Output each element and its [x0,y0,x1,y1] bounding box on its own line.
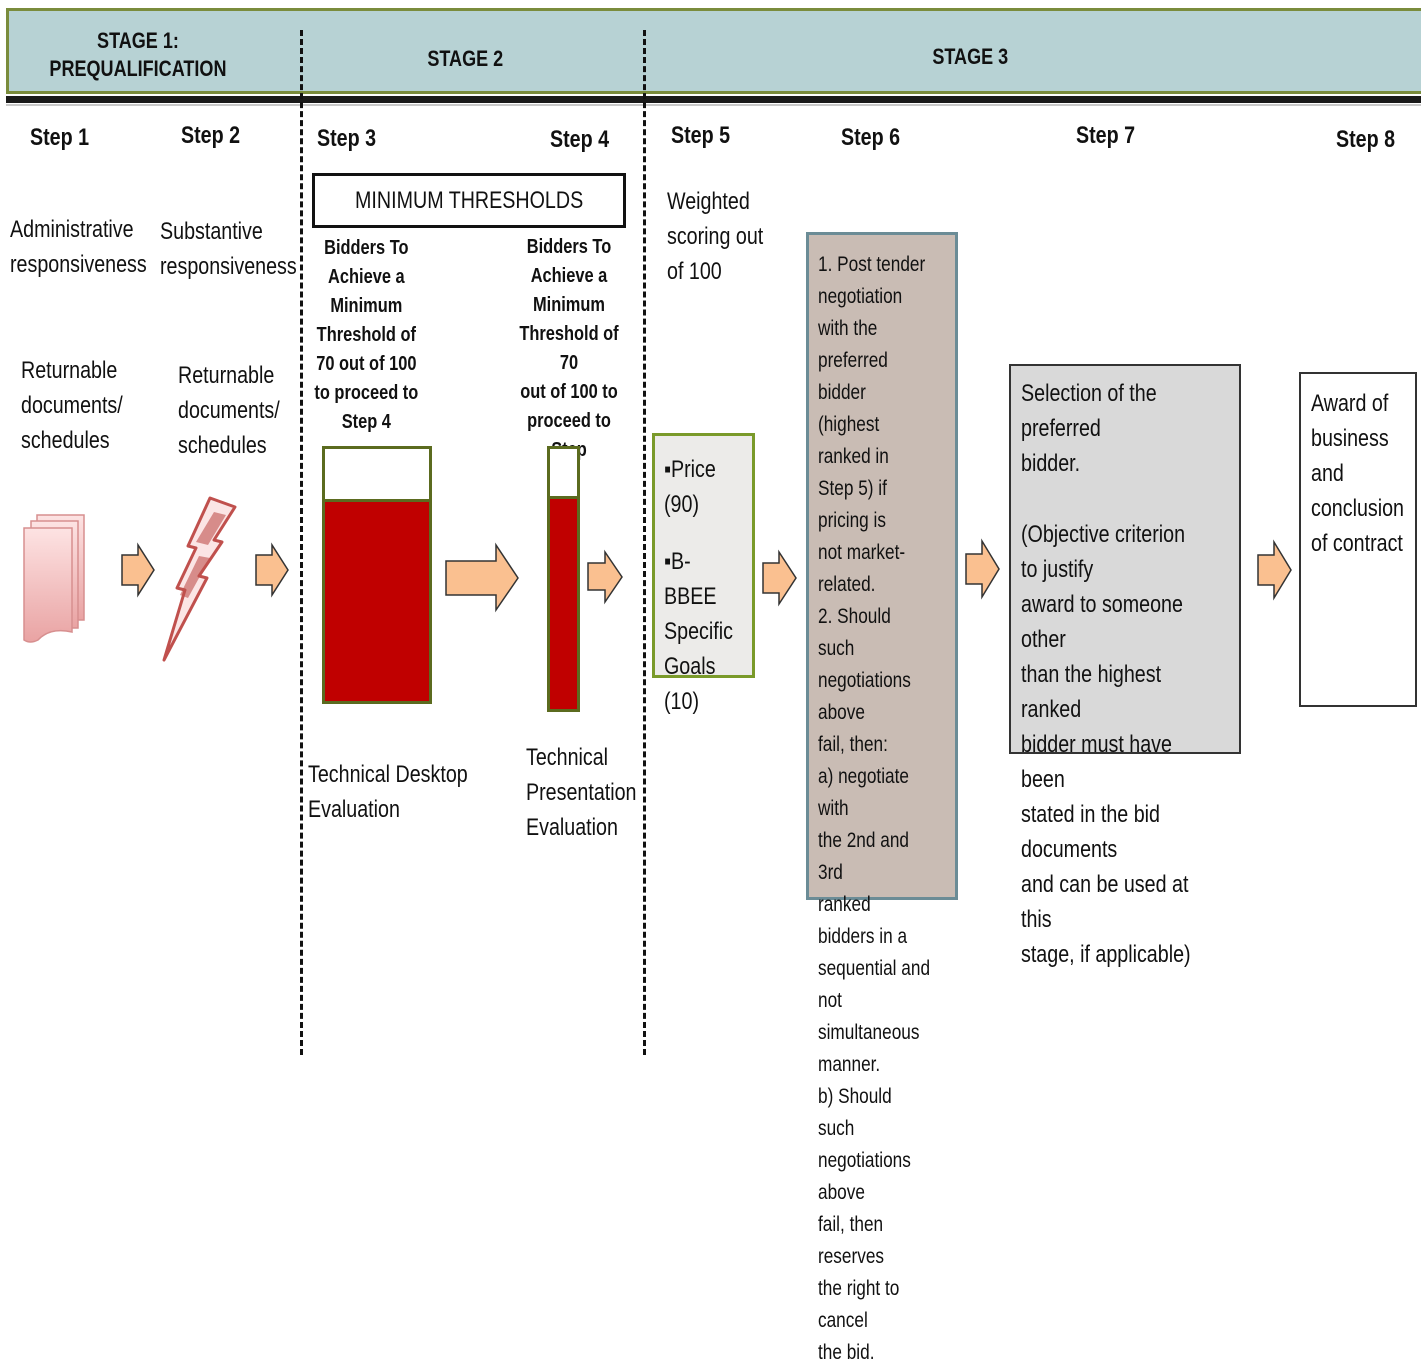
stage-2-title: STAGE 2 [427,46,503,71]
step-4-label: Step 4 [550,126,610,153]
step-8-label: Step 8 [1336,126,1396,153]
step-4-threshold-fill [550,495,577,709]
selection-box: Selection of the preferred bidder. (Obje… [1009,364,1241,968]
step-4-threshold-bar [547,446,580,712]
stage-separator-2-3 [643,30,646,1055]
award-box: Award of business and conclusion of cont… [1299,372,1417,707]
bbbee-weight: ▪B-BBEE Specific Goals (10) [664,548,733,715]
step-2-label: Step 2 [181,122,241,149]
stage-1-title: STAGE 1: PREQUALIFICATION [49,28,227,81]
weighted-scoring: Weighted scoring out of 100 [667,188,764,285]
arrow-right-icon [965,538,1000,600]
administrative-responsiveness: Administrative responsiveness [10,216,147,278]
price-weight: ▪Price (90) [664,456,716,518]
arrow-right-icon [255,542,289,598]
step-1-label: Step 1 [30,124,90,151]
technical-desktop-evaluation: Technical Desktop Evaluation [308,761,468,823]
stage-separator-1-2 [300,30,303,1055]
step-7-label: Step 7 [1076,122,1136,149]
header-divider [6,96,1421,103]
flow-graphics [23,496,1292,662]
step-3-threshold-fill [325,499,429,701]
arrow-right-icon [1257,539,1292,601]
arrow-right-icon [121,542,155,598]
step-3-threshold-text: Bidders To Achieve a Minimum Threshold o… [314,237,418,433]
minimum-thresholds-box: MINIMUM THRESHOLDS [312,173,626,228]
selection-note: (Objective criterion to justify award to… [1021,521,1191,968]
arrow-right-icon [762,549,797,607]
step-5-label: Step 5 [671,122,731,149]
scoring-weights-box: ▪Price (90) ▪B-BBEE Specific Goals (10) [652,433,755,715]
step-1-returnable-documents: Returnable documents/ schedules [21,357,123,454]
header-divider-shadow [6,104,1421,106]
arrow-right-icon [445,542,519,613]
lightning-icon [162,496,237,662]
award-text: Award of business and conclusion of cont… [1311,390,1404,557]
step-2-returnable-documents: Returnable documents/ schedules [178,362,280,459]
substantive-responsiveness: Substantive responsiveness [160,218,297,280]
documents-icon [23,514,85,643]
selection-title: Selection of the preferred bidder. [1021,380,1157,477]
step-6-label: Step 6 [841,124,901,151]
arrow-right-icon [587,549,623,605]
stage-3-title: STAGE 3 [932,44,1008,69]
step-3-label: Step 3 [317,125,377,152]
step-3-threshold-bar [322,446,432,704]
technical-presentation-evaluation: Technical Presentation Evaluation [526,744,637,841]
stage-header-band [6,8,1421,94]
